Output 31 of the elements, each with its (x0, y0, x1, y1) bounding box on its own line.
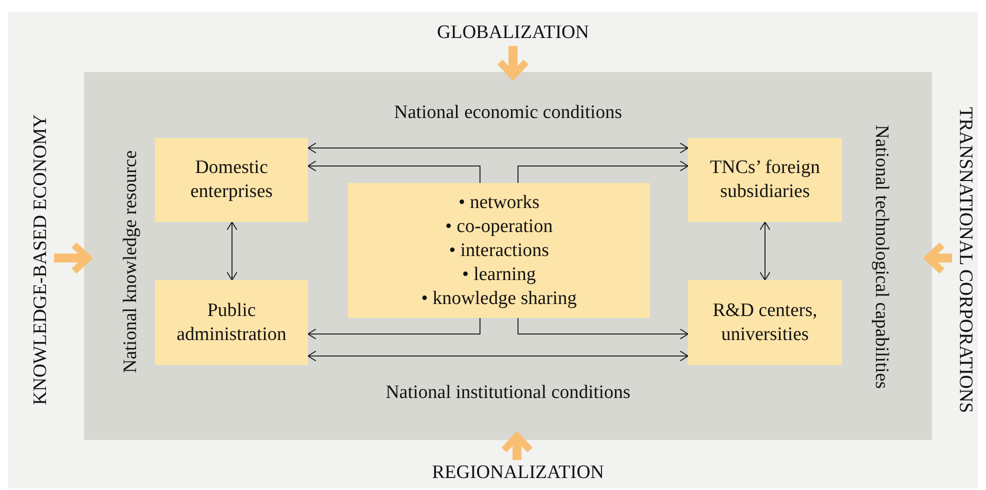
bullet-item: • networks (458, 190, 540, 214)
arrow (518, 160, 688, 184)
actor-box: TNCs’ foreign subsidiaries (688, 138, 842, 222)
actor-box: R&D centers, universities (688, 280, 842, 365)
trend-label: GLOBALIZATION (395, 20, 631, 46)
activity-box (348, 183, 650, 318)
bullet-item: • knowledge sharing (421, 286, 577, 310)
trend-label: TRANSNATIONAL CORPORATIONS (952, 70, 978, 450)
influence-arrow (496, 46, 530, 80)
condition-label: National institutional conditions (386, 382, 630, 404)
condition-label: National technological capabilities (870, 125, 892, 389)
actor-box: Public administration (155, 280, 308, 365)
condition-label: National knowledge resource (120, 150, 142, 374)
condition-label: National economic conditions (394, 102, 622, 124)
arrow (308, 318, 480, 340)
arrow (308, 160, 480, 184)
bullet-item: • learning (462, 262, 536, 286)
arrow (760, 222, 770, 280)
bullet-item: • co-operation (445, 214, 553, 238)
influence-arrow (924, 242, 952, 274)
influence-arrow (54, 242, 92, 274)
arrow (226, 222, 238, 280)
arrow (308, 142, 688, 154)
bullet-item: • interactions (448, 238, 550, 262)
actor-box: Domestic enterprises (155, 138, 308, 222)
trend-label: REGIONALIZATION (395, 460, 641, 486)
context-panel (84, 72, 932, 440)
arrow (518, 318, 688, 340)
influence-arrow (500, 432, 534, 460)
trend-label: KNOWLEDGE-BASED ECONOMY (28, 80, 54, 440)
arrow (308, 350, 688, 362)
